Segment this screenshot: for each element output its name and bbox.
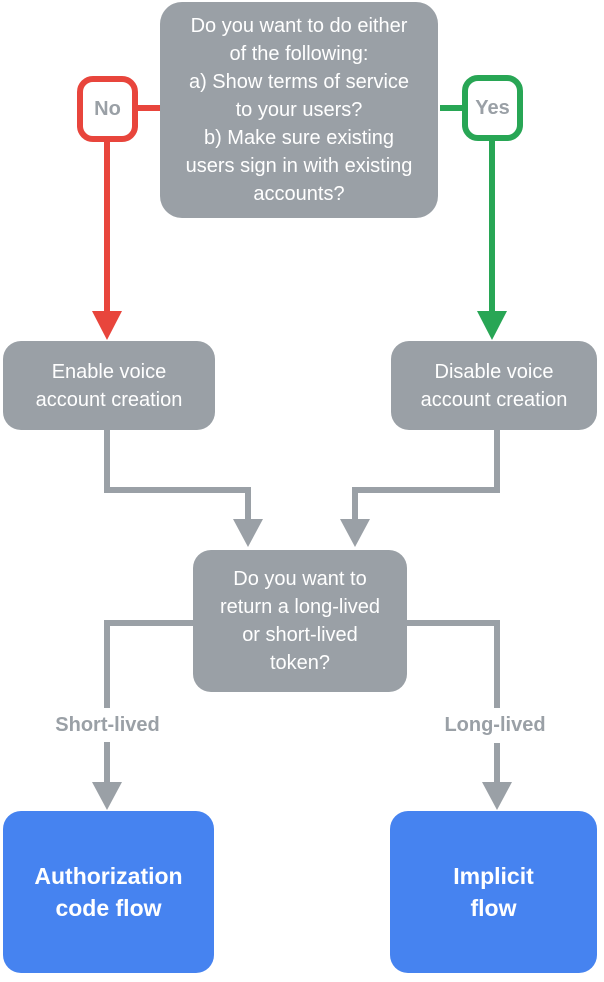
short-lived-branch-vertical <box>104 620 110 783</box>
disable-elbow-drop <box>352 487 358 520</box>
disable-voice-node: Disable voice account creation <box>391 341 597 430</box>
no-arrowhead-icon <box>92 311 122 340</box>
no-connector-horizontal <box>138 105 160 111</box>
short-lived-branch-horizontal <box>107 620 193 626</box>
no-badge: No <box>77 76 138 142</box>
short-lived-arrowhead-icon <box>92 782 122 810</box>
authorization-code-flow-node: Authorization code flow <box>3 811 214 973</box>
long-lived-label: Long-lived <box>408 708 582 743</box>
enable-elbow-vertical <box>104 430 110 490</box>
enable-arrowhead-icon <box>233 519 263 547</box>
enable-elbow-horizontal <box>104 487 251 493</box>
yes-arrowhead-icon <box>477 311 507 340</box>
disable-elbow-horizontal <box>352 487 500 493</box>
top-question-node: Do you want to do either of the followin… <box>160 2 438 218</box>
long-lived-branch-vertical <box>494 620 500 783</box>
long-lived-branch-horizontal <box>407 620 497 626</box>
short-lived-label: Short-lived <box>23 708 192 742</box>
yes-connector-horizontal <box>440 105 462 111</box>
no-connector-vertical <box>104 141 110 312</box>
long-lived-arrowhead-icon <box>482 782 512 810</box>
disable-elbow-vertical <box>494 430 500 490</box>
yes-connector-vertical <box>489 140 495 312</box>
enable-voice-node: Enable voice account creation <box>3 341 215 430</box>
token-question-node: Do you want to return a long-lived or sh… <box>193 550 407 692</box>
yes-badge: Yes <box>462 75 523 141</box>
implicit-flow-node: Implicit flow <box>390 811 597 973</box>
enable-elbow-drop <box>245 487 251 520</box>
disable-arrowhead-icon <box>340 519 370 547</box>
